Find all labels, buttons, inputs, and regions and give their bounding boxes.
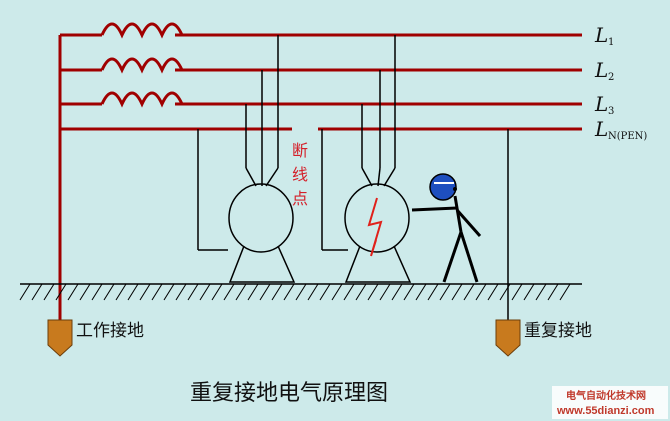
watermark-line2: www.55dianzi.com [556,405,655,417]
earth-hatch-mark [67,283,79,301]
label-l1-sub: 1 [608,37,614,48]
watermark-box [552,386,668,419]
label-l2-sub: 2 [608,72,614,83]
earth-hatch-mark [511,283,523,301]
label-l3-sub: 3 [608,106,614,117]
label-l3: L [594,92,608,116]
earth-hatch-mark [319,283,331,301]
earth-hatch-mark [127,283,139,301]
motor-1-body [228,183,294,253]
earth-hatch-mark [535,283,547,301]
break-point-label: 断 线 点 [292,141,308,208]
supply-lines [58,22,582,322]
break-char-3: 点 [292,189,308,208]
earth-hatch-mark [19,283,31,301]
earth-hatch-mark [307,283,319,301]
earth-hatch-mark [499,283,511,301]
earth-hatch-mark [463,283,475,301]
label-pen: L [594,117,608,141]
earth-hatch-mark [391,283,403,301]
earth-hatch-mark [115,283,127,301]
earth-hatch-mark [91,283,103,301]
motor-2-body [344,183,410,253]
earth-ground [19,283,582,301]
earth-hatch-mark [259,283,271,301]
earth-hatch-mark [223,283,235,301]
earth-hatch-mark [163,283,175,301]
earth-hatch-mark [271,283,283,301]
earth-hatch-mark [331,283,343,301]
watermark-line1: 电气自动化技术网 [566,389,646,402]
motor-1 [197,35,296,283]
earth-hatch-mark [283,283,295,301]
working-ground-label: 工作接地 [76,321,144,341]
label-pen-sub: N(PEN) [608,131,647,142]
earth-hatch-mark [475,283,487,301]
earth-hatch-mark [151,283,163,301]
earth-hatch-mark [31,283,43,301]
earth-hatch-mark [79,283,91,301]
earth-hatch-mark [211,283,223,301]
earth-hatch-mark [439,283,451,301]
earth-hatch-mark [199,283,211,301]
earth-hatch-mark [55,283,67,301]
earth-hatch-mark [559,283,571,301]
label-l2: L [594,58,608,82]
earth-hatch-mark [187,283,199,301]
fault-lightning-icon [367,197,383,257]
inductor-l3 [100,91,184,108]
break-char-1: 断 [292,141,308,160]
working-ground-rod-icon [47,319,73,357]
earth-hatch-mark [343,283,355,301]
repeated-ground-rod-icon [495,319,521,357]
diagram-title: 重复接地电气原理图 [190,381,388,406]
person-icon [411,173,482,283]
earth-hatch-mark [523,283,535,301]
earth-hatch-mark [403,283,415,301]
break-char-2: 线 [292,165,308,184]
earth-hatch-mark [427,283,439,301]
earth-hatch-mark [487,283,499,301]
earth-hatch-mark [355,283,367,301]
repeated-ground-label: 重复接地 [524,321,592,341]
earth-hatch-mark [547,283,559,301]
label-l1: L [594,23,608,47]
earth-hatch-mark [43,283,55,301]
earth-hatch-mark [139,283,151,301]
earth-hatch-mark [235,283,247,301]
earth-hatch-mark [175,283,187,301]
earth-hatch-mark [295,283,307,301]
line-labels: L 1 L 2 L 3 L N(PEN) [594,23,647,142]
earth-hatch-mark [367,283,379,301]
earth-hatch-mark [451,283,463,301]
earth-hatch-mark [415,283,427,301]
earth-hatch-mark [247,283,259,301]
earth-hatch-mark [103,283,115,301]
earth-hatch-mark [379,283,391,301]
inductor-l1 [100,22,184,39]
inductor-l2 [100,57,184,74]
motor-2 [321,35,412,283]
